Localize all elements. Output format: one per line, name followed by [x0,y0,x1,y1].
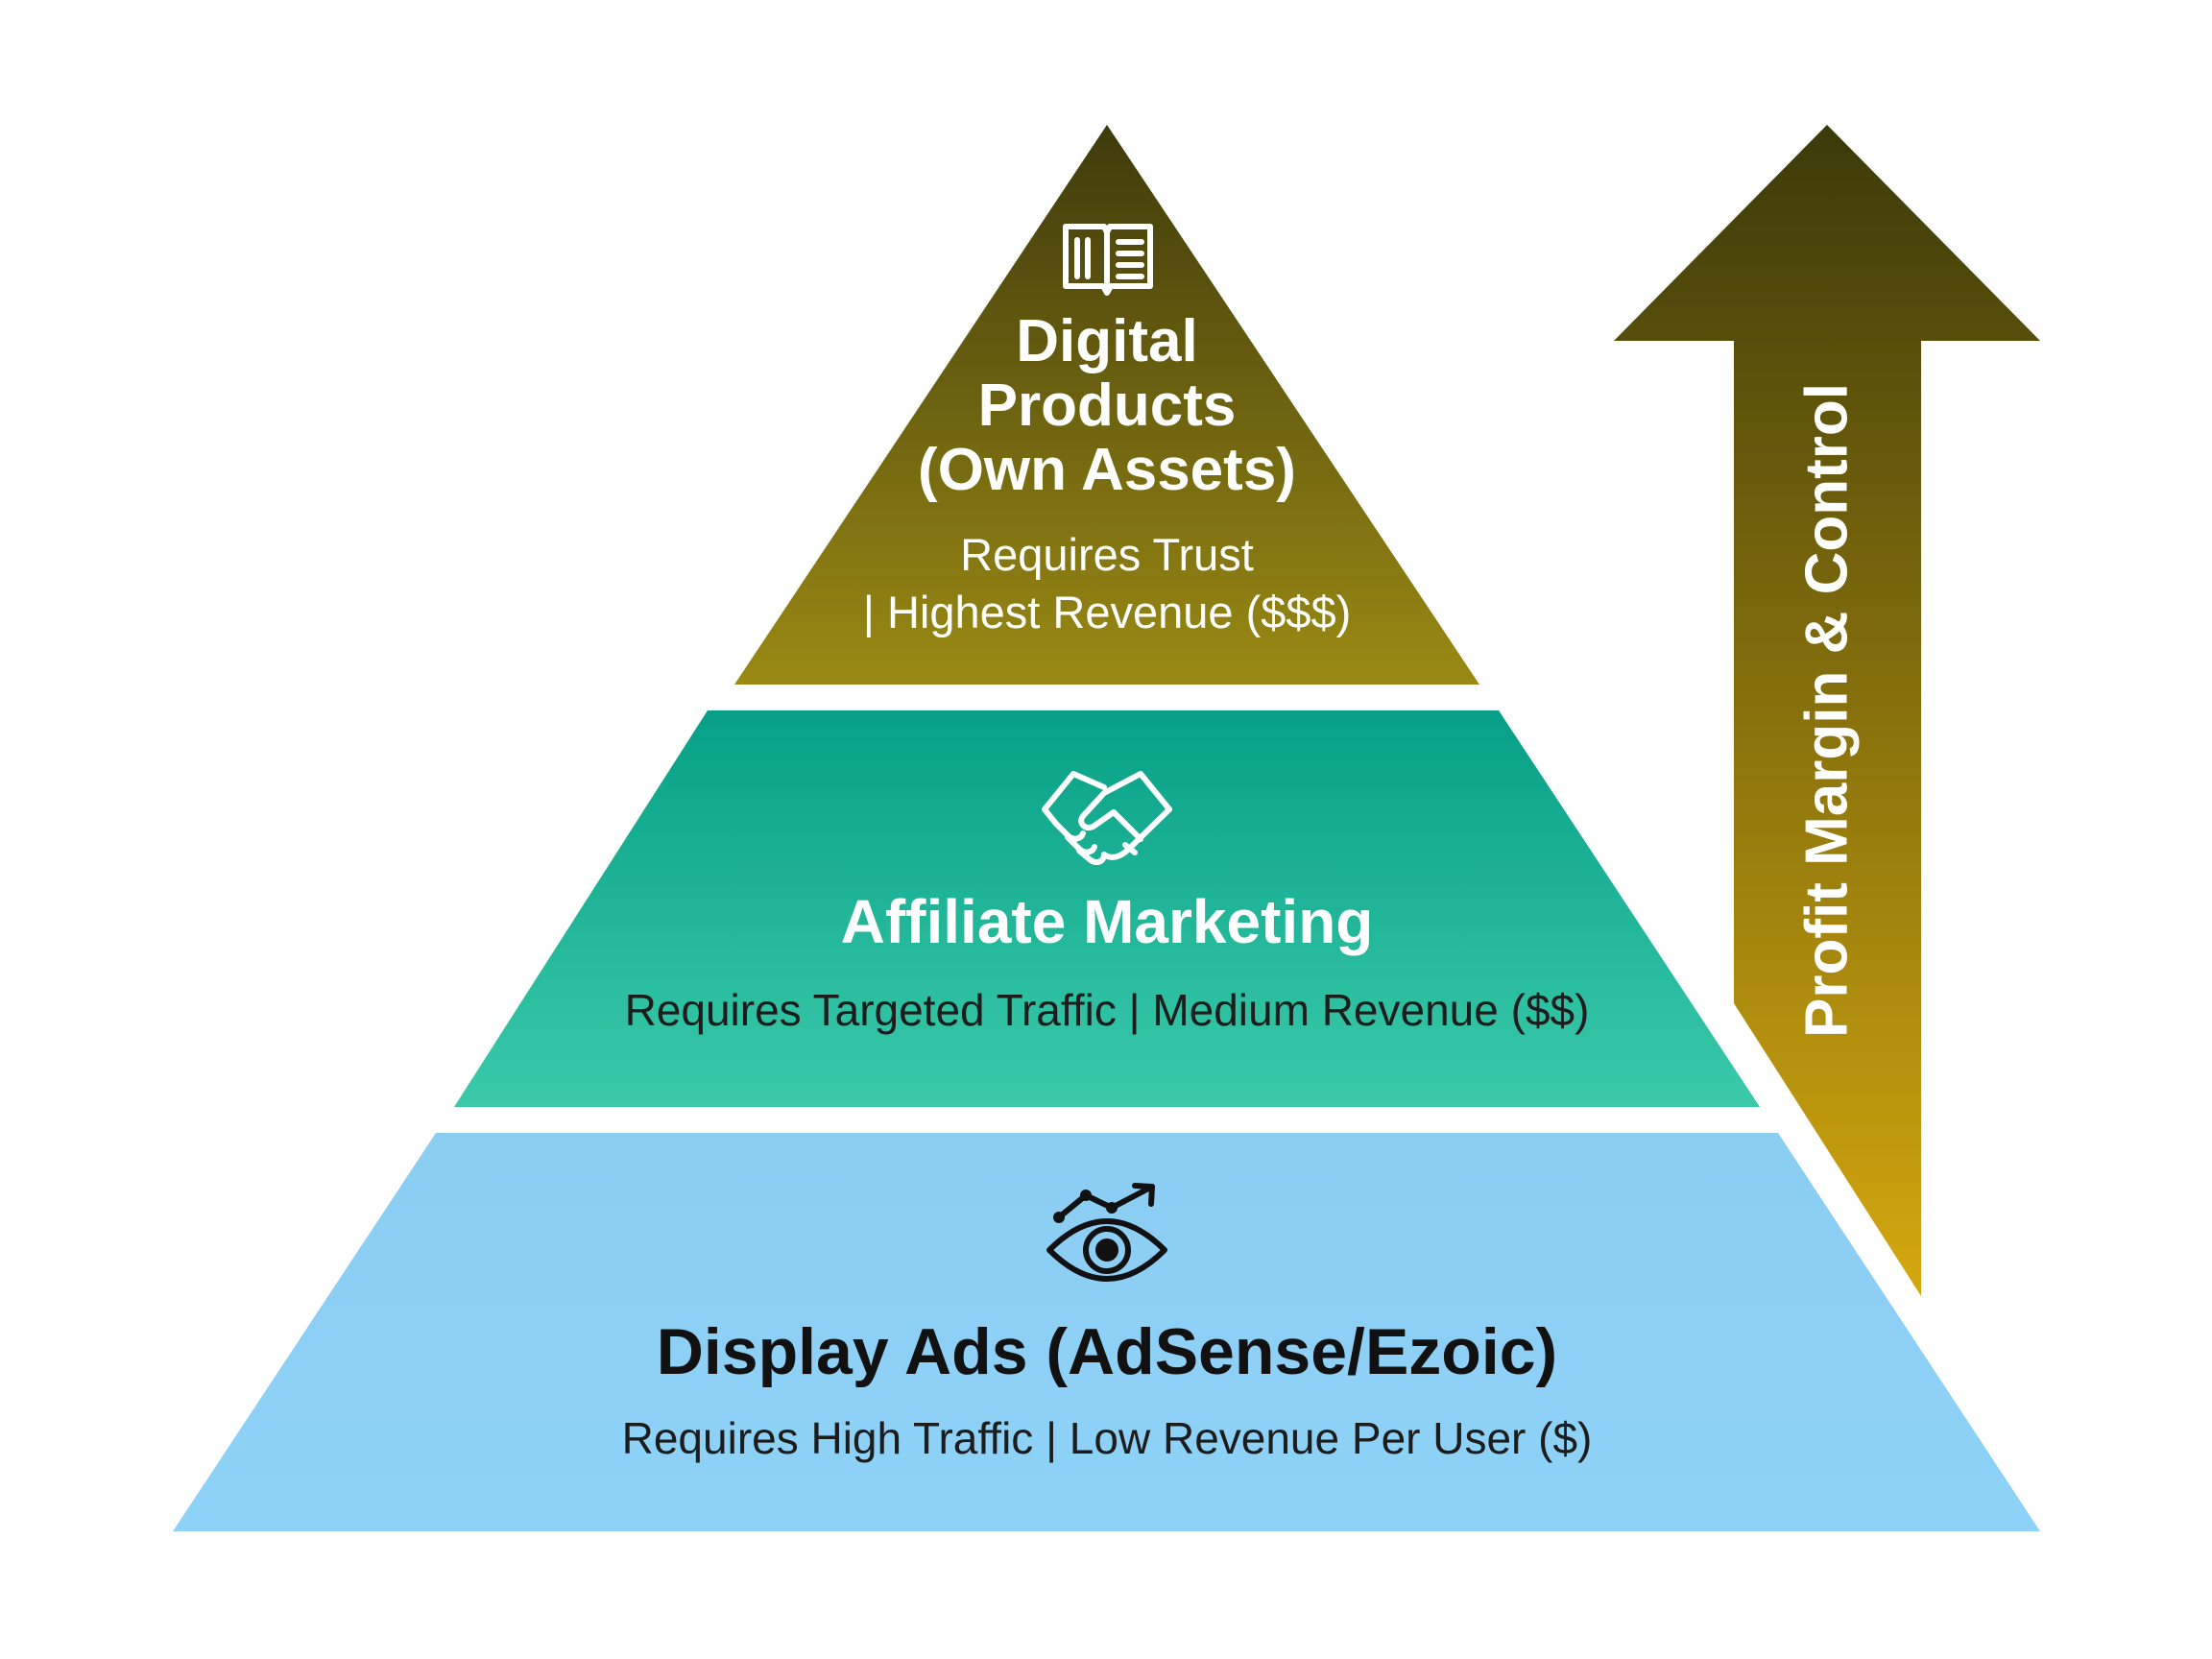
tier-top-title-line: (Own Assets) [918,437,1296,503]
tier-top-title-line: Digital [1016,308,1198,374]
tier-top-subtitle-line: Requires Trust [960,529,1254,580]
tier-top-subtitle: Requires Trust | Highest Revenue ($$$) [863,526,1352,641]
profit-arrow [1614,125,2040,1296]
tier-bottom-subtitle: Requires High Traffic | Low Revenue Per … [621,1413,1593,1463]
tier-bottom-shape [173,1133,2040,1531]
handshake-icon [1042,771,1172,865]
tier-middle-title: Affiliate Marketing [840,887,1374,956]
tier-middle-subtitle: Requires Targeted Traffic | Medium Reven… [624,985,1590,1035]
tier-top-subtitle-line: | Highest Revenue ($$$) [862,587,1352,637]
tier-top-title: Digital Products (Own Assets) [918,309,1296,502]
book-icon [1063,224,1153,296]
tier-middle-shape [454,710,1760,1107]
tier-top-shape [734,125,1479,685]
profit-arrow-label: Profit Margin & Control [1793,383,1861,1038]
eye-trend-icon [1046,1183,1167,1282]
tier-bottom-title: Display Ads (AdSense/Ezoic) [656,1315,1558,1388]
tier-top-title-line: Products [977,373,1237,439]
